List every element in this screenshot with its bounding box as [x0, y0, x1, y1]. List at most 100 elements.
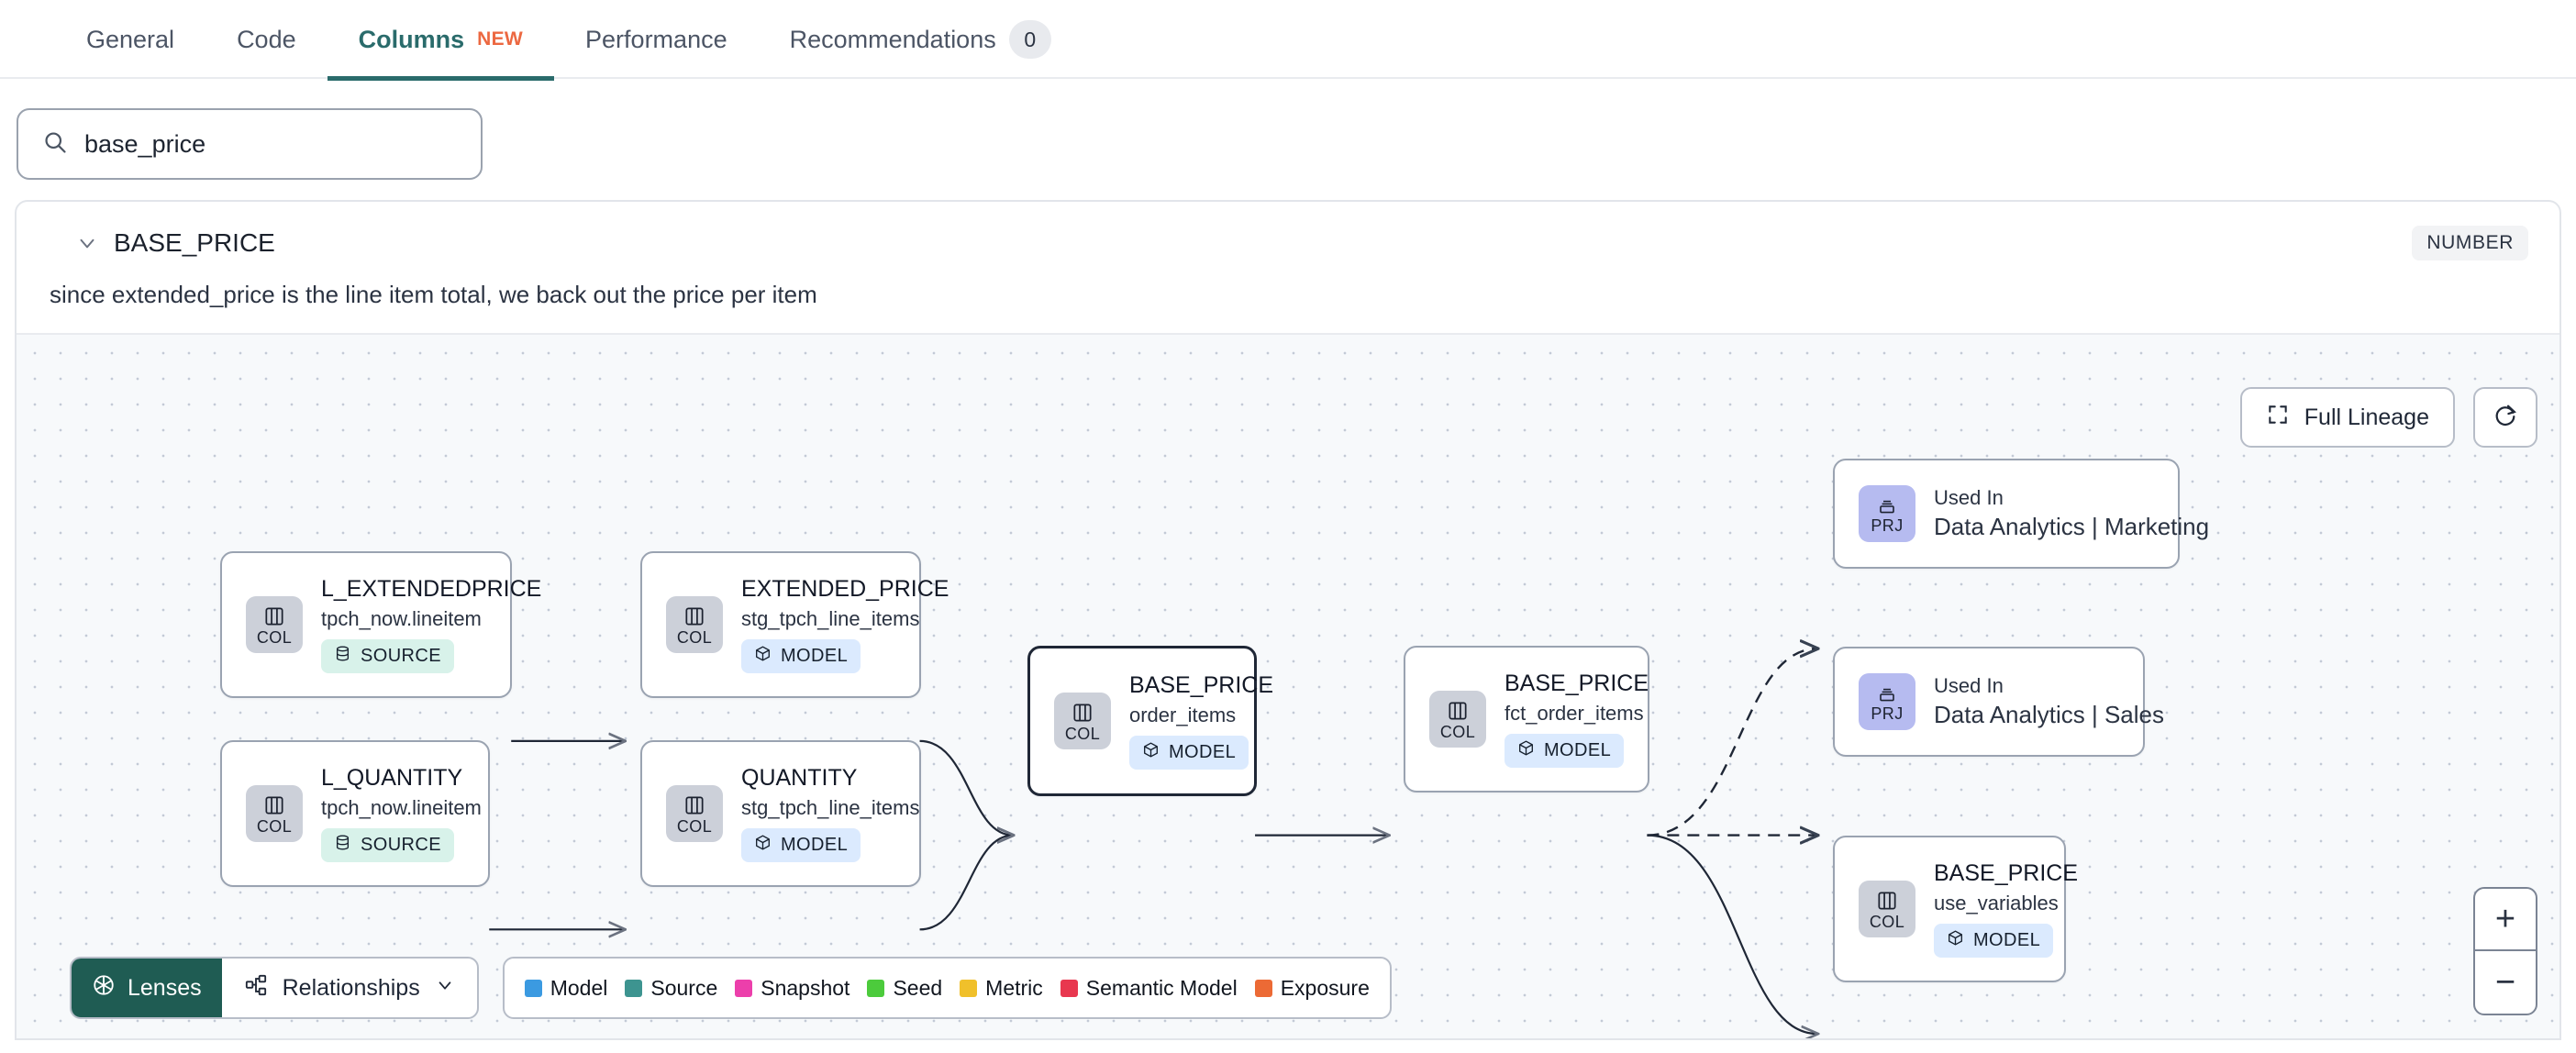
- node-kind-badge: MODEL: [1934, 924, 2054, 959]
- tab-general[interactable]: General: [55, 0, 205, 79]
- tab-bar: General Code Columns NEW Performance Rec…: [0, 0, 2576, 81]
- node-kind-label: SOURCE: [361, 646, 441, 667]
- prj-icon: PRJ: [1859, 673, 1915, 730]
- node-kind-badge: SOURCE: [321, 828, 454, 863]
- node-kind-label: MODEL: [1544, 740, 1612, 761]
- cube-icon: [754, 834, 772, 857]
- lineage-node-quantity[interactable]: COL QUANTITY stg_tpch_line_items MODEL: [640, 740, 921, 887]
- lenses-label: Lenses: [128, 974, 202, 1001]
- node-type-legend: Model Source Snapshot Seed Metric: [502, 957, 1392, 1019]
- col-icon: COL: [666, 785, 723, 842]
- lineage-node-project-marketing[interactable]: PRJ Used In Data Analytics | Marketing: [1833, 459, 2210, 569]
- legend-item-semantic-model: Semantic Model: [1060, 976, 1238, 1001]
- column-type-badge: NUMBER: [2412, 226, 2528, 260]
- legend-swatch: [625, 979, 643, 997]
- database-icon: [334, 645, 351, 668]
- node-used-in-label: Used In: [1934, 485, 2004, 509]
- node-project-name: Data Analytics | Sales: [1934, 701, 2164, 729]
- chevron-down-icon[interactable]: [72, 231, 103, 255]
- tab-label: Columns: [358, 25, 465, 53]
- node-subtitle: tpch_now.lineitem: [321, 606, 482, 630]
- legend-item-model: Model: [524, 975, 608, 1001]
- legend-item-seed: Seed: [867, 976, 942, 1001]
- node-name: L_QUANTITY: [321, 764, 463, 791]
- node-kind-badge: MODEL: [1505, 734, 1625, 769]
- tab-code[interactable]: Code: [205, 0, 328, 79]
- tab-recommendations[interactable]: Recommendations 0: [759, 0, 1083, 79]
- search-icon: [42, 129, 68, 160]
- page-title: BASE_PRICE: [114, 228, 275, 257]
- legend-label: Model: [550, 975, 608, 1000]
- zoom-in-button[interactable]: +: [2475, 889, 2536, 951]
- node-name: EXTENDED_PRICE: [741, 575, 949, 602]
- expand-icon: [2266, 403, 2290, 433]
- lineage-node-l-quantity[interactable]: COL L_QUANTITY tpch_now.lineitem SOURCE: [220, 740, 490, 887]
- chevron-down-icon: [435, 975, 455, 1002]
- lineage-canvas[interactable]: COL L_EXTENDEDPRICE tpch_now.lineitem SO…: [17, 333, 2559, 1040]
- node-name: BASE_PRICE: [1505, 670, 1649, 696]
- tab-label: Code: [237, 25, 296, 53]
- search-area: base_price: [0, 79, 2576, 200]
- col-icon-label: COL: [1869, 912, 1905, 931]
- lineage-node-l-extendedprice[interactable]: COL L_EXTENDEDPRICE tpch_now.lineitem SO…: [220, 551, 541, 698]
- cube-icon: [754, 645, 772, 668]
- legend-item-exposure: Exposure: [1254, 976, 1370, 1001]
- node-kind-label: SOURCE: [361, 835, 441, 856]
- lineage-node-project-sales[interactable]: PRJ Used In Data Analytics | Sales: [1833, 647, 2164, 757]
- node-kind-label: MODEL: [781, 646, 849, 667]
- zoom-out-button[interactable]: −: [2494, 962, 2516, 1002]
- col-icon-label: COL: [1064, 724, 1101, 743]
- col-icon: COL: [1859, 881, 1915, 937]
- legend-item-source: Source: [625, 976, 717, 1001]
- node-name: QUANTITY: [741, 764, 858, 791]
- lenses-button[interactable]: Lenses: [72, 959, 222, 1017]
- legend-swatch: [524, 979, 542, 997]
- aperture-icon: [92, 973, 116, 1003]
- legend-swatch: [1060, 979, 1078, 997]
- full-lineage-button[interactable]: Full Lineage: [2239, 387, 2455, 448]
- legend-label: Semantic Model: [1085, 975, 1238, 1000]
- node-kind-label: MODEL: [1169, 742, 1237, 763]
- col-icon-label: COL: [676, 816, 713, 836]
- zoom-controls[interactable]: + −: [2473, 887, 2537, 1015]
- database-icon: [334, 834, 351, 857]
- cube-icon: [1947, 929, 1964, 952]
- legend-item-snapshot: Snapshot: [735, 976, 849, 1001]
- refresh-button[interactable]: [2473, 387, 2537, 448]
- tab-new-badge: NEW: [477, 28, 524, 50]
- lineage-node-base-price-fct-order-items[interactable]: COL BASE_PRICE fct_order_items MODEL: [1404, 646, 1649, 793]
- lineage-node-base-price-order-items[interactable]: COL BASE_PRICE order_items MODEL: [1027, 646, 1273, 796]
- tab-label: General: [86, 25, 175, 53]
- column-description: since extended_price is the line item to…: [50, 281, 817, 308]
- node-project-name: Data Analytics | Marketing: [1934, 513, 2210, 541]
- node-kind-badge: MODEL: [741, 639, 861, 674]
- col-icon-label: COL: [256, 816, 293, 836]
- node-subtitle: fct_order_items: [1505, 701, 1644, 725]
- tab-columns[interactable]: Columns NEW: [327, 0, 555, 81]
- nodes-icon: [244, 973, 268, 1003]
- lineage-node-extended-price[interactable]: COL EXTENDED_PRICE stg_tpch_line_items M…: [640, 551, 949, 698]
- legend-swatch: [1254, 979, 1272, 997]
- full-lineage-label: Full Lineage: [2304, 404, 2429, 430]
- legend-swatch: [960, 979, 978, 997]
- lineage-edges: [489, 335, 2559, 1040]
- canvas-toolbar: Lenses Relationships Model: [70, 957, 1392, 1019]
- col-icon: COL: [1429, 691, 1486, 748]
- legend-label: Seed: [893, 975, 943, 1000]
- search-value: base_price: [84, 129, 206, 158]
- relationships-label: Relationships: [282, 974, 420, 1001]
- col-icon: COL: [666, 596, 723, 653]
- lineage-node-base-price-use-variables[interactable]: COL BASE_PRICE use_variables MODEL: [1833, 836, 2078, 982]
- relationships-dropdown[interactable]: Relationships: [222, 959, 477, 1017]
- tab-performance[interactable]: Performance: [554, 0, 759, 79]
- cube-icon: [1142, 741, 1160, 764]
- node-subtitle: use_variables: [1934, 891, 2059, 914]
- recommendations-count-badge: 0: [1008, 20, 1051, 59]
- node-kind-label: MODEL: [781, 835, 849, 856]
- prj-icon-label: PRJ: [1871, 704, 1904, 723]
- search-input[interactable]: base_price: [17, 108, 483, 180]
- node-kind-badge: SOURCE: [321, 639, 454, 674]
- prj-icon: PRJ: [1859, 485, 1915, 542]
- legend-swatch: [867, 979, 885, 997]
- lens-group: Lenses Relationships: [70, 957, 479, 1019]
